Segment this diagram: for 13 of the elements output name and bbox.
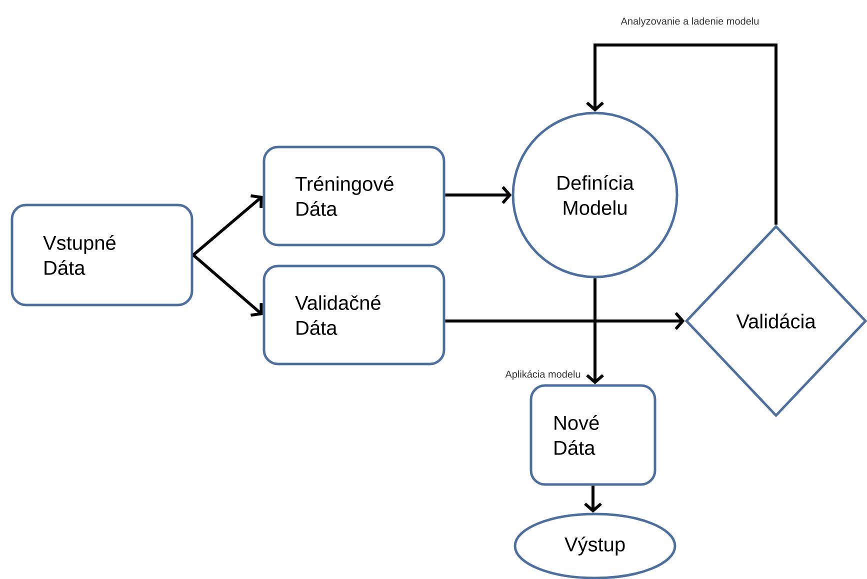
arrow xyxy=(192,254,263,317)
arrow xyxy=(445,312,685,330)
arrow xyxy=(445,186,512,204)
process-box: Nové Dáta xyxy=(530,384,656,486)
arrow xyxy=(584,486,602,513)
process-box: Validačné Dáta xyxy=(262,264,446,366)
process-box: Tréningové Dáta xyxy=(262,146,446,246)
arrow xyxy=(586,278,604,384)
arrow xyxy=(192,194,263,256)
edge-label: Aplikácia modelu xyxy=(504,369,582,381)
process-box: Vstupné Dáta xyxy=(10,204,194,306)
arrow xyxy=(586,44,778,225)
edge-label: Analyzovanie a ladenie modelu xyxy=(620,16,760,28)
